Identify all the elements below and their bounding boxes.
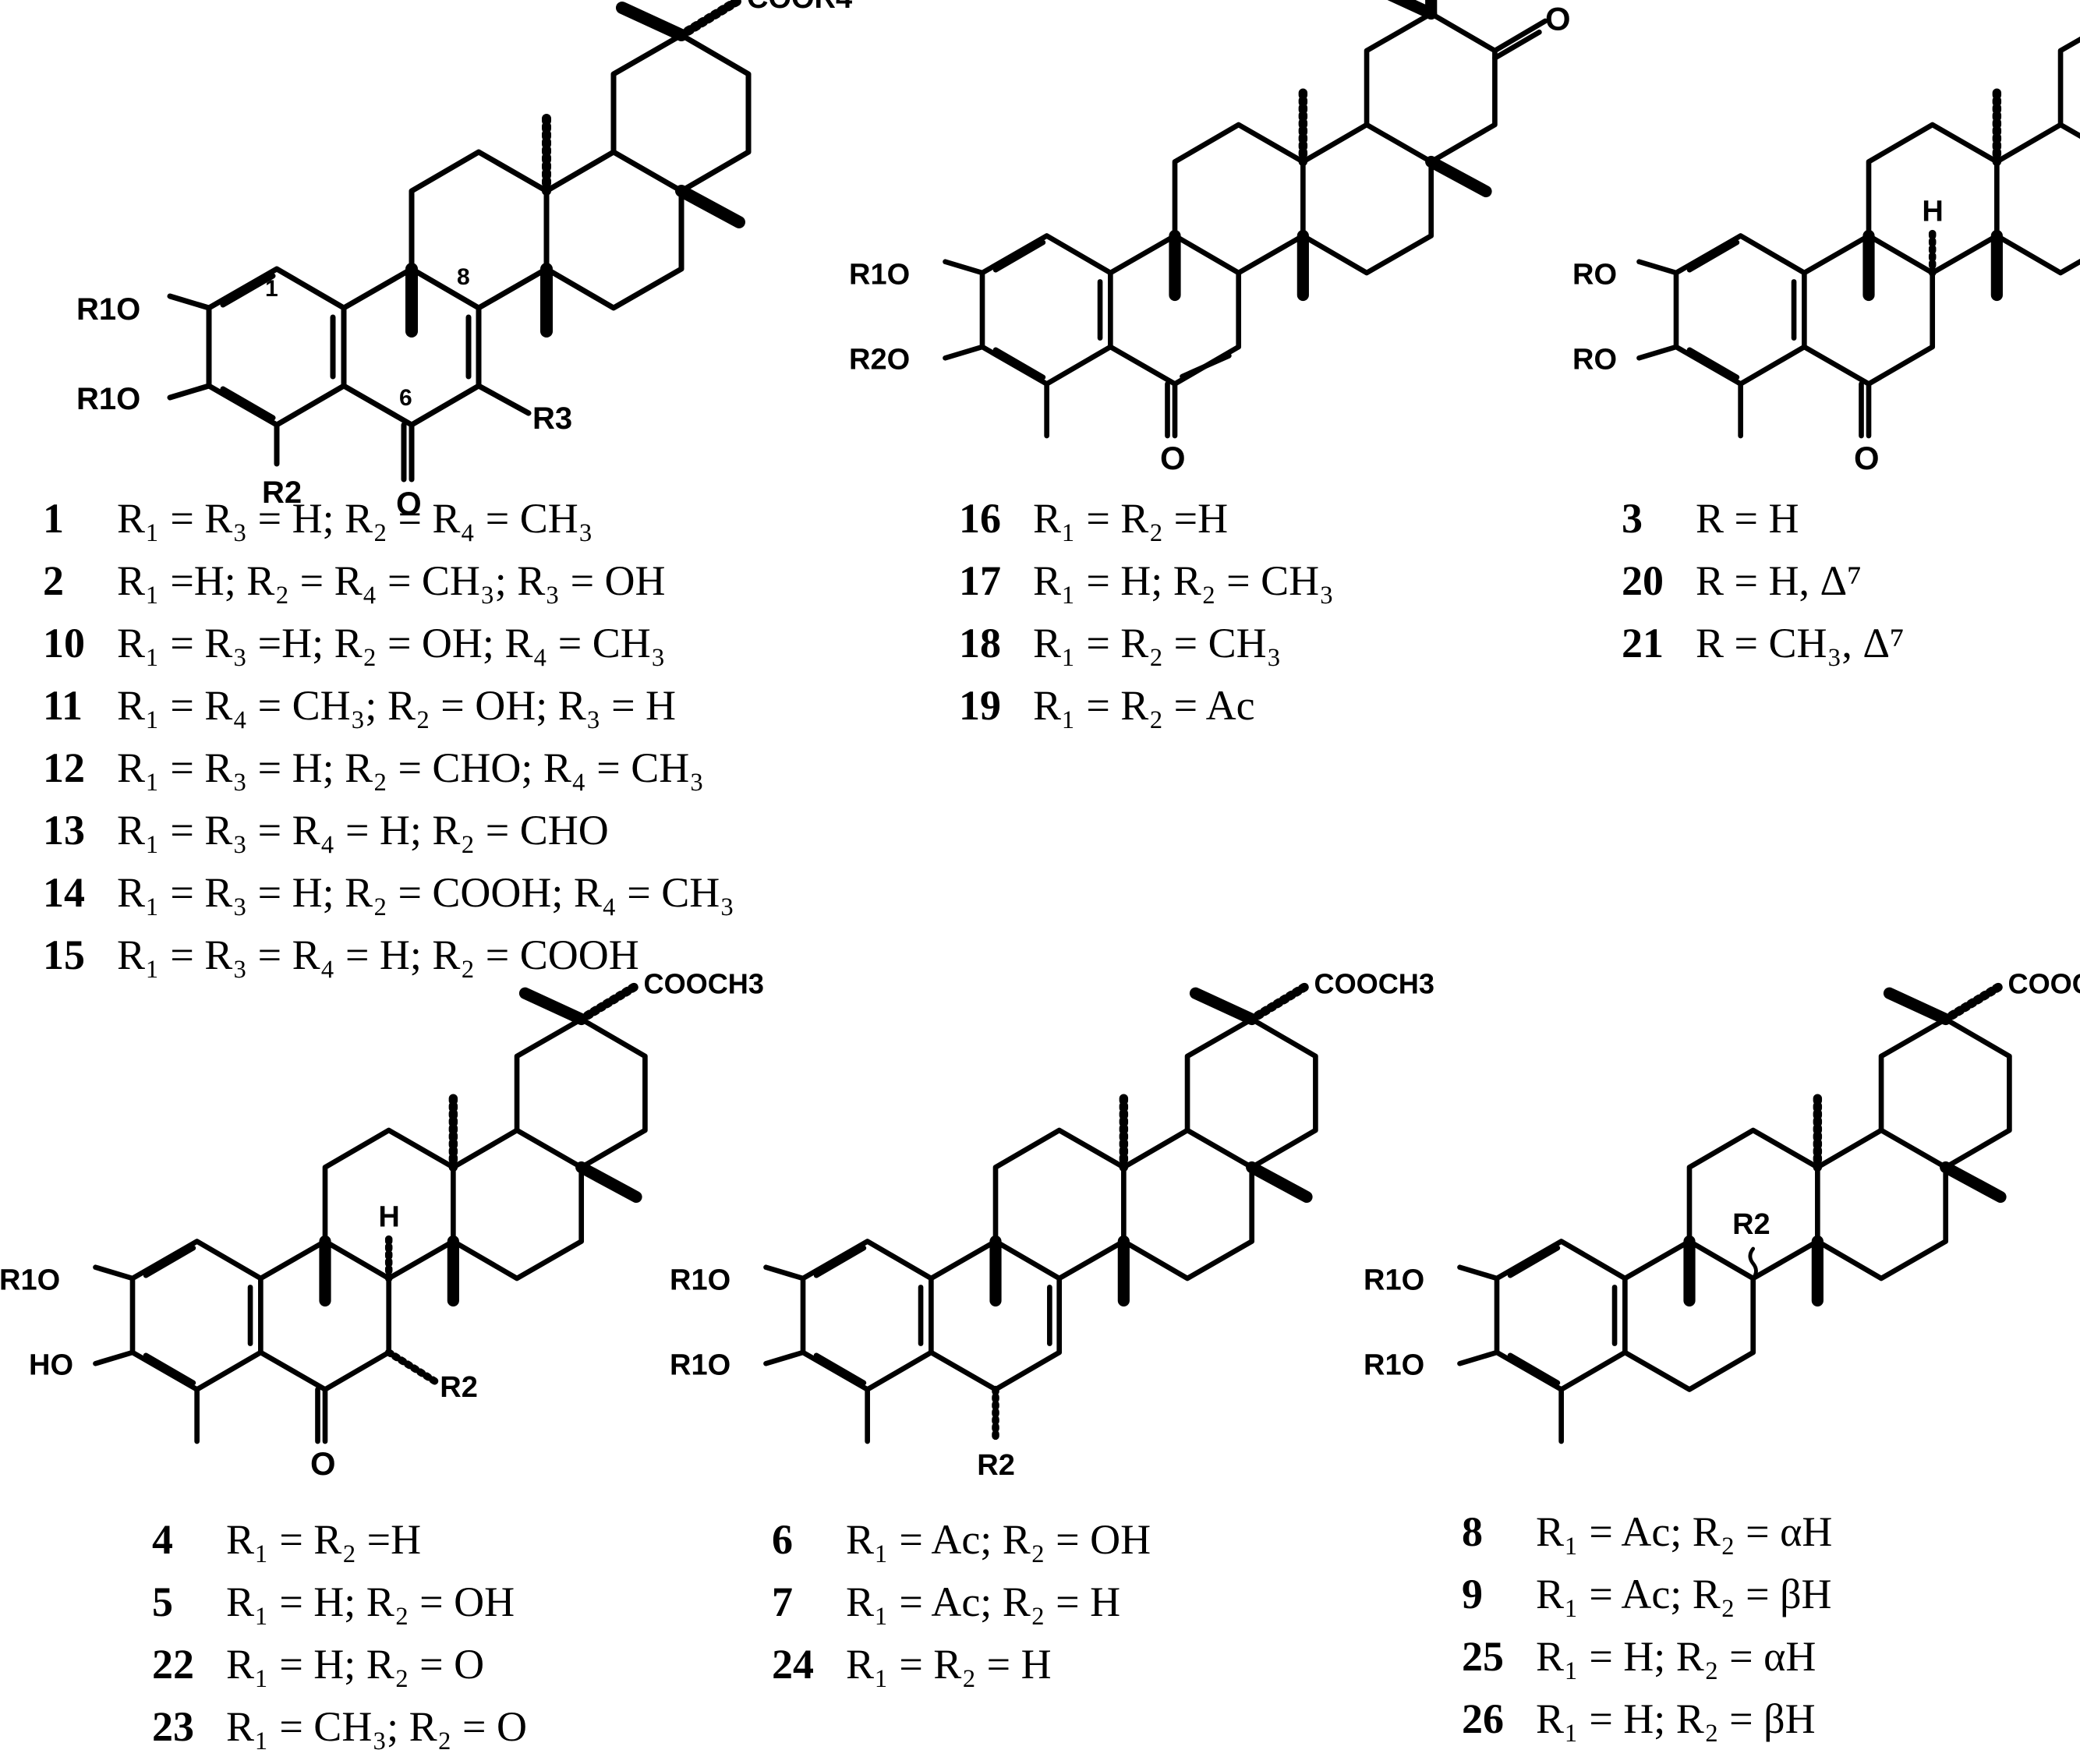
- compound-number: 10: [43, 620, 85, 666]
- compound-substituents: R₁ = R₂ = Ac: [1033, 682, 1255, 729]
- compound-substituents: R₁ = R₂ =H: [226, 1516, 422, 1563]
- label-r1o-top: R1O: [1364, 1264, 1424, 1296]
- label-r2o: R2O: [849, 344, 910, 376]
- compound-number: 25: [1462, 1633, 1504, 1680]
- label-r1o-bottom: R1O: [1364, 1349, 1424, 1382]
- compound-number: 12: [43, 744, 85, 791]
- compound-number: 19: [959, 682, 1001, 729]
- compound-substituents: R₁ = Ac; R₂ = αH: [1536, 1508, 1833, 1555]
- label-coocH3: COOCH3: [1314, 967, 1434, 999]
- label-ho: HO: [29, 1349, 73, 1382]
- compound-number: 21: [1622, 620, 1664, 666]
- structure-scaffold-e: COOCH3 R1O R1O R2: [670, 967, 1434, 1482]
- label-r1o-bottom: R1O: [670, 1349, 730, 1382]
- compound-substituents: R₁ = R₃ = R₄ = H; R₂ = CHO: [117, 807, 609, 854]
- label-r1o: R1O: [849, 258, 910, 291]
- compound-substituents: R = H, Δ⁷: [1696, 557, 1862, 604]
- structure-scaffold-f: COOCH3 R1O R1O R2: [1364, 967, 2080, 1444]
- compound-substituents: R₁ = R₄ = CH₃; R₂ = OH; R₃ = H: [117, 682, 677, 729]
- compound-number: 20: [1622, 557, 1664, 604]
- compound-substituents: R₁ = R₃ = H; R₂ = CHO; R₄ = CH₃: [117, 744, 705, 791]
- label-ketone-o: O: [1854, 440, 1880, 476]
- structure-scaffold-b: O R1O R2O O: [849, 0, 1571, 476]
- compound-substituents: R₁ = R₃ = H; R₂ = R₄ = CH₃: [117, 495, 593, 542]
- compound-substituents: R₁ = R₂ = CH₃: [1033, 620, 1282, 666]
- compound-substituents: R₁ = R₃ = R₄ = H; R₂ = COOH: [117, 931, 639, 978]
- compound-number: 2: [43, 557, 64, 604]
- label-ketone-top: O: [1545, 0, 1571, 37]
- compound-number: 5: [152, 1578, 173, 1625]
- compound-number: 4: [152, 1516, 173, 1563]
- locant-8: 8: [457, 264, 470, 290]
- compound-number: 16: [959, 495, 1001, 542]
- label-ro-bottom: RO: [1572, 344, 1617, 376]
- locant-6: 6: [399, 385, 412, 411]
- compound-number: 11: [43, 682, 83, 729]
- structure-scaffold-d: COOCH3 R1O HO H R2 O: [0, 967, 764, 1482]
- label-r1o-top: R1O: [76, 292, 140, 327]
- compound-substituents: R₁ = Ac; R₂ = OH: [846, 1516, 1151, 1563]
- compound-number: 24: [772, 1641, 814, 1688]
- label-r1o-top: R1O: [670, 1264, 730, 1296]
- compound-substituents: R₁ = H; R₂ = αH: [1536, 1633, 1816, 1680]
- label-coocH3: COOCH3: [2008, 967, 2080, 999]
- label-coocH3: COOCH3: [644, 967, 764, 999]
- compound-number: 3: [1622, 495, 1643, 542]
- compound-number: 26: [1462, 1695, 1504, 1742]
- compound-substituents: R₁ = Ac; R₂ = βH: [1536, 1571, 1832, 1617]
- label-r3: R3: [532, 401, 572, 436]
- compound-substituents: R₁ =H; R₂ = R₄ = CH₃; R₃ = OH: [117, 557, 666, 604]
- compound-substituents: R₁ = H; R₂ = βH: [1536, 1695, 1816, 1742]
- compound-substituents: R₁ = R₂ = H: [846, 1641, 1052, 1688]
- locant-1: 1: [265, 276, 278, 302]
- compound-number: 8: [1462, 1508, 1483, 1555]
- compound-number: 7: [772, 1578, 793, 1625]
- compound-number: 23: [152, 1703, 194, 1750]
- compound-number: 22: [152, 1641, 194, 1688]
- compound-number: 9: [1462, 1571, 1483, 1617]
- compound-substituents: R₁ = H; R₂ = CH₃: [1033, 557, 1334, 604]
- label-r2: R2: [262, 475, 302, 510]
- label-r1o-bottom: R1O: [76, 382, 140, 416]
- structure-scaffold-a: COOR4 29 R1O R1O R2 R3 1 6 8 O: [76, 0, 852, 521]
- structure-scaffold-c: RO RO H O: [1572, 0, 2080, 476]
- compound-substituents: R₁ = R₃ =H; R₂ = OH; R₄ = CH₃: [117, 620, 666, 666]
- compound-number: 15: [43, 931, 85, 978]
- compound-substituents: R₁ = H; R₂ = O: [226, 1641, 485, 1688]
- label-h: H: [1922, 196, 1943, 228]
- compound-number: 14: [43, 869, 85, 916]
- compound-number: 6: [772, 1516, 793, 1563]
- label-coor4: COOR4: [747, 0, 852, 15]
- label-ketone-o: O: [396, 485, 422, 521]
- label-ketone-o: O: [310, 1445, 336, 1482]
- label-ro-top: RO: [1572, 258, 1617, 291]
- compound-substituents: R = H: [1696, 495, 1799, 542]
- compound-number: 18: [959, 620, 1001, 666]
- compound-substituents: R₁ = CH₃; R₂ = O: [226, 1703, 527, 1750]
- compound-substituents: R₁ = R₃ = H; R₂ = COOH; R₄ = CH₃: [117, 869, 735, 916]
- compound-substituents: R = CH₃, Δ⁷: [1696, 620, 1905, 666]
- label-r2: R2: [1732, 1208, 1770, 1241]
- compound-number: 1: [43, 495, 64, 542]
- compound-substituents: R₁ = Ac; R₂ = H: [846, 1578, 1121, 1625]
- label-r2: R2: [440, 1371, 478, 1404]
- label-h: H: [378, 1201, 399, 1234]
- compound-number: 17: [959, 557, 1001, 604]
- label-r2: R2: [977, 1449, 1015, 1482]
- label-r1o: R1O: [0, 1264, 60, 1296]
- compound-substituents: R₁ = R₂ =H: [1033, 495, 1229, 542]
- compound-number: 13: [43, 807, 85, 854]
- compound-substituents: R₁ = H; R₂ = OH: [226, 1578, 515, 1625]
- label-ketone-o: O: [1160, 440, 1186, 476]
